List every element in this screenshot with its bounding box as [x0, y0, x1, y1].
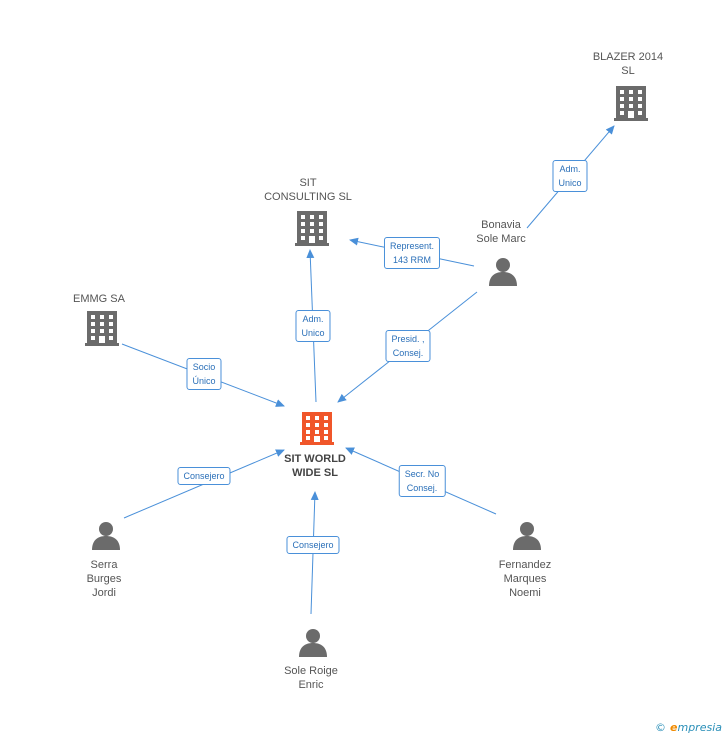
person-icon[interactable]	[513, 522, 541, 550]
node-label-fernandez[interactable]: Fernandez Marques Noemi	[498, 559, 552, 599]
building-icon[interactable]	[295, 211, 329, 246]
edge-label-represent: Represent. 143 RRM	[383, 237, 441, 269]
edge-label-secr-no-consej: Secr. No Consej.	[398, 465, 446, 497]
node-label-blazer[interactable]: BLAZER 2014 SL	[592, 51, 664, 77]
node-label-serra[interactable]: Serra Burges Jordi	[86, 559, 122, 599]
node-label-emmg[interactable]: EMMG SA	[73, 293, 125, 305]
person-icon[interactable]	[489, 258, 517, 286]
node-label-sit-consulting[interactable]: SIT CONSULTING SL	[264, 177, 352, 203]
building-icon[interactable]	[614, 86, 648, 121]
brand-logo-e: e	[670, 721, 678, 734]
node-label-sole-roige[interactable]: Sole Roige Enric	[284, 665, 338, 691]
edge-label-adm-unico-consulting: Adm. Unico	[295, 310, 331, 342]
edge-label-presid-consej: Presid. , Consej.	[385, 330, 431, 362]
node-label-bonavia[interactable]: Bonavia Sole Marc	[476, 219, 526, 245]
person-icon[interactable]	[299, 629, 327, 657]
node-label-sit-world-wide[interactable]: SIT WORLD WIDE SL	[284, 453, 346, 479]
edge-label-consejero-serra: Consejero	[177, 467, 231, 485]
edge-label-adm-unico-blazer: Adm. Unico	[552, 160, 588, 192]
person-icon[interactable]	[92, 522, 120, 550]
copyright-icon: ©	[655, 721, 667, 734]
brand-logo-text: mpresia	[677, 721, 722, 734]
edge-label-consejero-sole: Consejero	[286, 536, 340, 554]
main-company-building-icon[interactable]	[300, 412, 334, 445]
building-icon[interactable]	[85, 311, 119, 346]
footer-brand[interactable]: ©empresia	[655, 721, 722, 734]
edge-label-socio-unico: Socio Único	[186, 358, 222, 390]
